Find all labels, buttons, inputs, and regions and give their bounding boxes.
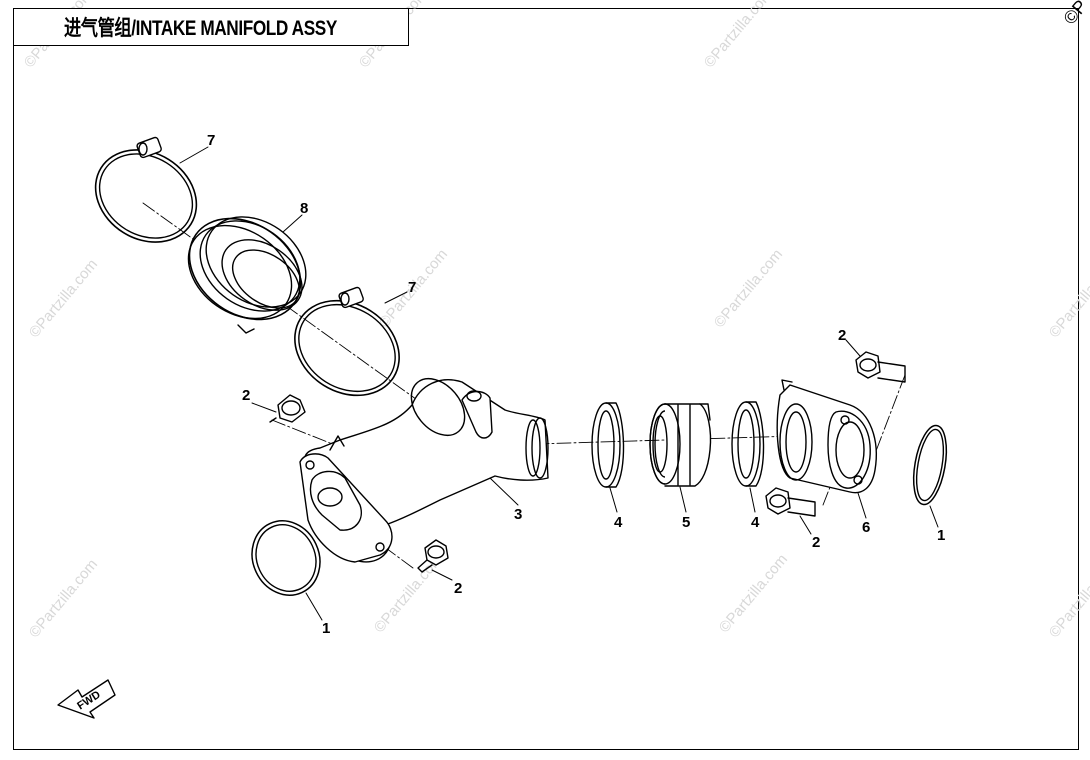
- callout-4-b: 4: [751, 514, 760, 531]
- callout-1-left: 1: [322, 620, 330, 637]
- spacer-ring-a[interactable]: [591, 402, 625, 488]
- bolt-left[interactable]: [269, 394, 306, 423]
- callout-8: 8: [300, 200, 308, 217]
- intake-hose[interactable]: [170, 198, 323, 341]
- bolt-lower-right[interactable]: [765, 487, 816, 517]
- callout-3: 3: [514, 506, 522, 523]
- callout-1-right: 1: [937, 527, 945, 544]
- callout-2-upper-right: 2: [838, 327, 846, 344]
- intake-manifold[interactable]: [299, 368, 549, 563]
- callout-7-lower: 7: [408, 279, 416, 296]
- callout-4-a: 4: [614, 514, 623, 531]
- callout-6: 6: [862, 519, 870, 536]
- callout-5: 5: [682, 514, 690, 531]
- o-ring-right[interactable]: [908, 423, 951, 507]
- callout-2-left: 2: [242, 387, 250, 404]
- callout-7-upper: 7: [207, 132, 215, 149]
- diagram-frame: [13, 8, 1079, 750]
- o-ring-left[interactable]: [240, 510, 332, 607]
- throttle-body-adapter[interactable]: [776, 379, 877, 494]
- bolt-bottom[interactable]: [417, 539, 449, 573]
- title-box: 进气管组/INTAKE MANIFOLD ASSY: [13, 8, 409, 46]
- spacer-ring-b[interactable]: [731, 401, 765, 487]
- hose-clamp-lower[interactable]: [277, 282, 417, 415]
- carburetor-insulator[interactable]: [649, 403, 712, 487]
- bolt-upper-right[interactable]: [855, 351, 906, 383]
- callout-2-lower-right: 2: [812, 534, 820, 551]
- leader-lines: [179, 146, 939, 621]
- diagram-title: 进气管组/INTAKE MANIFOLD ASSY: [64, 17, 337, 40]
- hose-clamp-upper[interactable]: [78, 131, 213, 260]
- forward-direction-arrow: [57, 679, 116, 719]
- callout-2-bottom: 2: [454, 580, 462, 597]
